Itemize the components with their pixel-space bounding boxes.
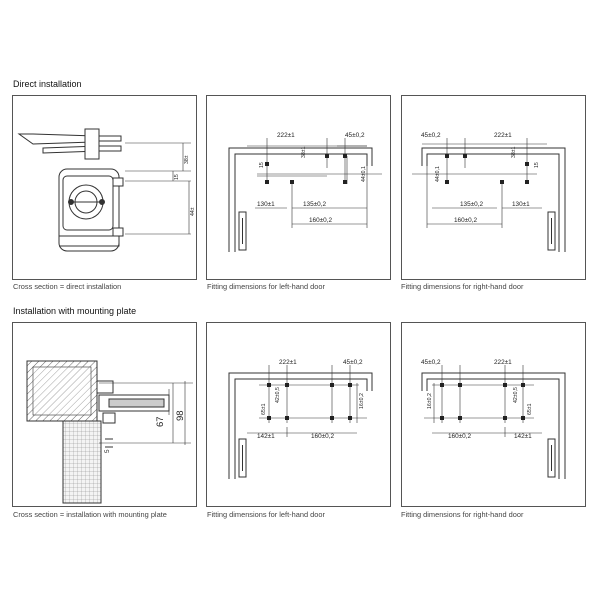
caption-plate-cross-section: Cross section = installation with mounti… bbox=[13, 510, 167, 519]
dim-direct-left-130: 130±1 bbox=[257, 201, 275, 208]
dim-plate-right-65: 65±1 bbox=[527, 403, 533, 415]
panel-plate-left-hand: 222±1 45±0,2 42±0,5 16±0,2 65±1 142±1 16… bbox=[206, 322, 391, 507]
dim-direct-cross-15: 15 bbox=[174, 174, 180, 180]
dim-direct-right-130: 130±1 bbox=[512, 201, 530, 208]
dim-direct-right-38: 38±1 bbox=[511, 146, 517, 158]
dim-direct-right-222: 222±1 bbox=[494, 132, 512, 139]
panel-direct-cross-section: 38± 15 44± bbox=[12, 95, 197, 280]
caption-plate-left-hand: Fitting dimensions for left-hand door bbox=[207, 510, 325, 519]
dim-direct-right-44: 44±0,1 bbox=[435, 166, 441, 182]
dim-plate-right-142: 142±1 bbox=[514, 433, 532, 440]
plate-cross-section-drawing: 67 98 5 bbox=[26, 360, 193, 504]
dim-direct-left-15: 15 bbox=[259, 162, 265, 168]
dim-direct-left-160: 160±0,2 bbox=[309, 217, 332, 224]
panel-direct-right-hand: 45±0,2 222±1 44±0,1 38±1 15 135±0,2 130±… bbox=[401, 95, 586, 280]
dim-plate-right-222: 222±1 bbox=[494, 359, 512, 366]
caption-plate-right-hand: Fitting dimensions for right-hand door bbox=[401, 510, 524, 519]
dim-direct-cross-44: 44± bbox=[190, 207, 196, 216]
dim-plate-cross-5: 5 bbox=[104, 449, 111, 453]
plate-right-hand-drawing: 45±0,2 222±1 16±0,2 42±0,5 65±1 160±0,2 … bbox=[421, 359, 566, 479]
dim-direct-right-135: 135±0,2 bbox=[460, 201, 483, 208]
direct-cross-section-drawing: 38± 15 44± bbox=[17, 128, 196, 252]
dim-direct-left-45: 45±0,2 bbox=[345, 132, 365, 139]
caption-direct-cross-section: Cross section = direct installation bbox=[13, 282, 122, 291]
dim-plate-left-16: 16±0,2 bbox=[359, 393, 365, 409]
dim-direct-left-38: 38±1 bbox=[301, 146, 307, 158]
dim-plate-left-65: 65±1 bbox=[261, 403, 267, 415]
panel-plate-right-hand: 45±0,2 222±1 16±0,2 42±0,5 65±1 160±0,2 … bbox=[401, 322, 586, 507]
dim-plate-right-160: 160±0,2 bbox=[448, 433, 471, 440]
dim-plate-cross-67: 67 bbox=[155, 416, 166, 427]
caption-direct-right-hand: Fitting dimensions for right-hand door bbox=[401, 282, 524, 291]
dim-plate-left-45: 45±0,2 bbox=[343, 359, 363, 366]
caption-direct-left-hand: Fitting dimensions for left-hand door bbox=[207, 282, 325, 291]
dim-plate-left-142: 142±1 bbox=[257, 433, 275, 440]
panel-plate-cross-section: 67 98 5 bbox=[12, 322, 197, 507]
dim-direct-left-44: 44±0,1 bbox=[361, 166, 367, 182]
dim-plate-left-42: 42±0,5 bbox=[275, 387, 281, 403]
panel-direct-left-hand: 222±1 45±0,2 38±1 15 44±0,1 130±1 135±0,… bbox=[206, 95, 391, 280]
section-title-plate: Installation with mounting plate bbox=[13, 306, 137, 316]
dim-direct-right-45: 45±0,2 bbox=[421, 132, 441, 139]
direct-right-hand-drawing: 45±0,2 222±1 44±0,1 38±1 15 135±0,2 130±… bbox=[412, 132, 566, 252]
dim-plate-right-45: 45±0,2 bbox=[421, 359, 441, 366]
dim-plate-cross-98: 98 bbox=[175, 410, 186, 421]
dim-direct-cross-38: 38± bbox=[184, 155, 190, 164]
dim-direct-left-135: 135±0,2 bbox=[303, 201, 326, 208]
dim-plate-right-42: 42±0,5 bbox=[513, 387, 519, 403]
dim-plate-left-160: 160±0,2 bbox=[311, 433, 334, 440]
dim-plate-left-222: 222±1 bbox=[279, 359, 297, 366]
dim-direct-left-222: 222±1 bbox=[277, 132, 295, 139]
section-title-direct: Direct installation bbox=[13, 79, 82, 89]
dim-direct-right-15: 15 bbox=[534, 162, 540, 168]
dim-plate-right-16: 16±0,2 bbox=[427, 393, 433, 409]
plate-left-hand-drawing: 222±1 45±0,2 42±0,5 16±0,2 65±1 142±1 16… bbox=[228, 359, 373, 479]
direct-left-hand-drawing: 222±1 45±0,2 38±1 15 44±0,1 130±1 135±0,… bbox=[228, 132, 382, 252]
dim-direct-right-160: 160±0,2 bbox=[454, 217, 477, 224]
